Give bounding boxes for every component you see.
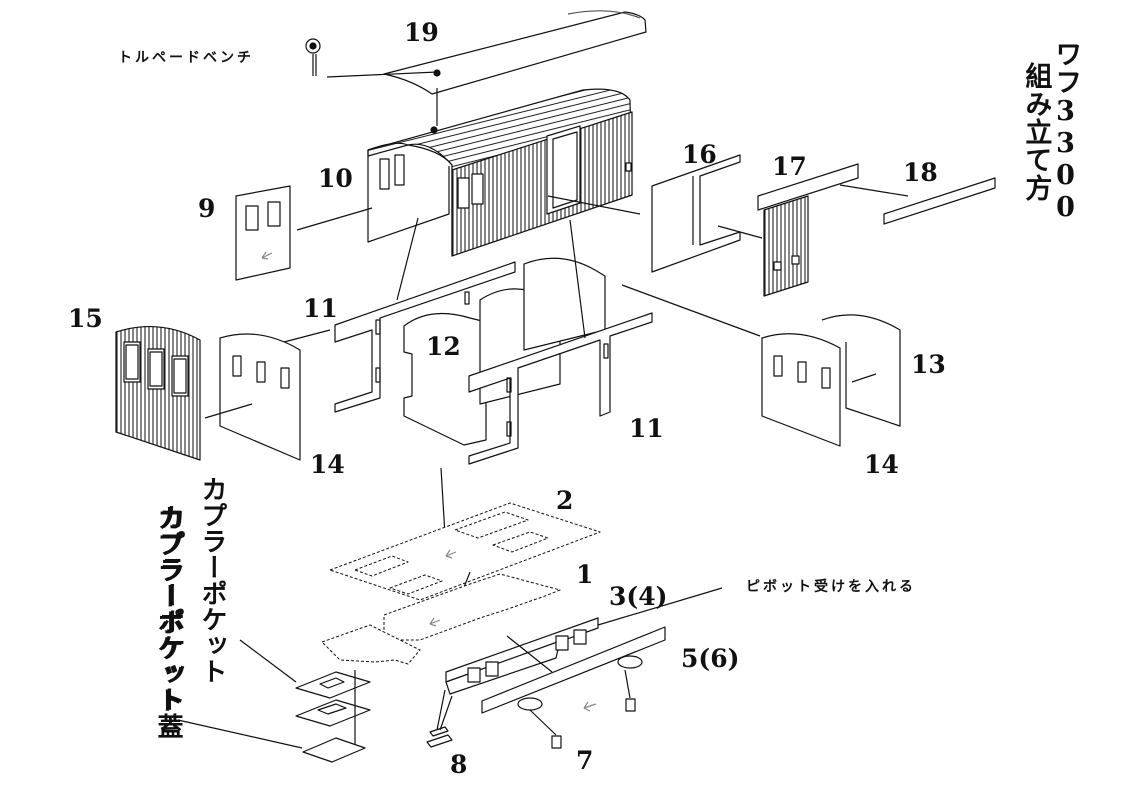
part-16-door-frame [651, 154, 741, 273]
part-label-11-top: 11 [303, 294, 338, 323]
part-18-rail [883, 177, 996, 225]
part-11-side-frame-rear [334, 261, 516, 413]
torpedo-bench-label: トルペードベンチ [118, 50, 254, 66]
part-1-underframe [321, 573, 561, 665]
part-label-5-6: 5(6) [681, 644, 740, 673]
torpedo-bench-icon [305, 38, 321, 76]
part-label-17: 17 [772, 152, 807, 181]
coupler-pocket-label-2: カプラーポケット [155, 504, 185, 712]
part-label-1: 1 [576, 560, 594, 589]
title-subtitle: 組み立て方 [1020, 62, 1052, 202]
part-3-solebar [445, 617, 599, 695]
part-2-floor [329, 502, 601, 601]
coupler-pocket-parts [295, 671, 371, 763]
part-7-bearings [529, 669, 636, 749]
part-17-door [757, 163, 859, 297]
part-label-9: 9 [198, 194, 216, 223]
part-label-12: 12 [426, 332, 461, 361]
diagram-title: ワフ3300 組み立て方 [1020, 40, 1081, 224]
part-12-bulkheads [403, 257, 606, 446]
part-19-roof [383, 10, 647, 95]
part-label-14-left: 14 [310, 450, 345, 479]
coupler-pocket-cover-label: カプラーポケット蓋 [153, 505, 183, 739]
part-8-small-parts [426, 726, 453, 748]
part-5-frame [481, 626, 666, 714]
coupler-pocket-label: カプラーポケット [197, 476, 227, 684]
part-label-19: 19 [404, 18, 439, 47]
part-13-end-panel [821, 314, 901, 427]
part-label-13: 13 [911, 350, 946, 379]
part-label-18: 18 [903, 158, 938, 187]
title-model: ワフ3300 [1050, 40, 1081, 224]
part-label-10: 10 [318, 164, 353, 193]
part-14-end-panel-right [761, 333, 841, 447]
part-10-car-body [367, 88, 633, 257]
part-14-end-panel-left [219, 333, 301, 461]
pivot-holder-label: ピボット受けを入れる [746, 579, 916, 595]
part-9-end-wall [235, 185, 291, 281]
part-label-3-4: 3(4) [609, 582, 668, 611]
part-15-end-wall [115, 325, 201, 461]
part-11-side-frame-front [468, 312, 653, 465]
part-label-11-bottom: 11 [629, 414, 664, 443]
part-label-14-right: 14 [864, 450, 899, 479]
part-label-16: 16 [682, 140, 717, 169]
part-label-2: 2 [556, 486, 574, 515]
part-label-7: 7 [576, 746, 594, 775]
part-label-15: 15 [68, 304, 103, 333]
part-label-8: 8 [450, 750, 468, 779]
